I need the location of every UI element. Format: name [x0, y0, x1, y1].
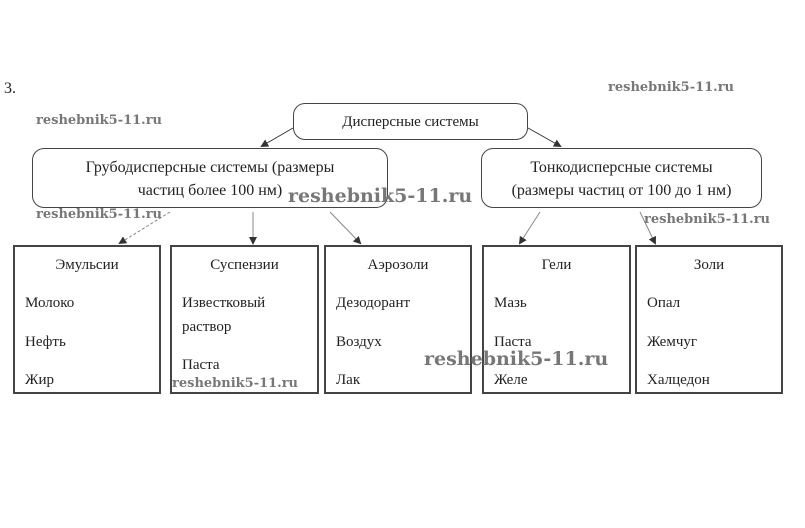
- watermark: reshebnik5-11.ru: [424, 348, 609, 370]
- coarse-line2: частиц более 100 нм): [137, 182, 283, 199]
- category-title: Гели: [541, 257, 572, 273]
- watermark: reshebnik5-11.ru: [288, 185, 473, 207]
- category-suspensions: Суспензии Известковый раствор Паста: [170, 245, 319, 394]
- category-title: Золи: [693, 257, 725, 273]
- category-item: Нефть: [25, 334, 66, 350]
- fine-node: Тонкодисперсные системы (размеры частиц …: [481, 148, 762, 208]
- category-item: Паста: [494, 334, 532, 350]
- watermark: reshebnik5-11.ru: [608, 80, 735, 95]
- category-item: Халцедон: [647, 372, 710, 388]
- root-label: Дисперсные системы: [342, 114, 479, 130]
- category-item: Жемчуг: [647, 334, 698, 350]
- category-item: Молоко: [25, 295, 75, 311]
- watermark: reshebnik5-11.ru: [36, 113, 163, 128]
- category-title: Эмульсии: [55, 257, 119, 273]
- category-item: раствор: [182, 319, 232, 335]
- task-number: 3.: [4, 80, 16, 97]
- coarse-node: Грубодисперсные системы (размеры частиц …: [32, 148, 388, 208]
- category-item: Дезодорант: [336, 295, 411, 311]
- fine-line1: Тонкодисперсные системы: [530, 159, 713, 176]
- category-item: Опал: [647, 295, 681, 311]
- category-item: Известковый: [182, 295, 266, 311]
- category-gels: Гели Мазь Паста Желе: [482, 245, 631, 394]
- watermark: reshebnik5-11.ru: [644, 212, 771, 227]
- category-title: Суспензии: [210, 257, 279, 273]
- coarse-line1: Грубодисперсные системы (размеры: [85, 159, 335, 176]
- category-aerosols: Аэрозоли Дезодорант Воздух Лак: [324, 245, 472, 394]
- watermark: reshebnik5-11.ru: [172, 376, 299, 391]
- category-sols: Золи Опал Жемчуг Халцедон: [635, 245, 783, 394]
- category-item: Лак: [336, 372, 361, 388]
- category-item: Желе: [494, 372, 528, 388]
- watermark: reshebnik5-11.ru: [36, 207, 163, 222]
- category-emulsions: Эмульсии Молоко Нефть Жир: [13, 245, 161, 394]
- category-title: Аэрозоли: [367, 257, 429, 273]
- category-item: Жир: [25, 372, 54, 388]
- category-item: Паста: [182, 357, 220, 373]
- category-item: Мазь: [494, 295, 527, 311]
- category-item: Воздух: [336, 334, 382, 350]
- fine-line2: (размеры частиц от 100 до 1 нм): [511, 182, 732, 199]
- root-node: Дисперсные системы: [293, 103, 528, 140]
